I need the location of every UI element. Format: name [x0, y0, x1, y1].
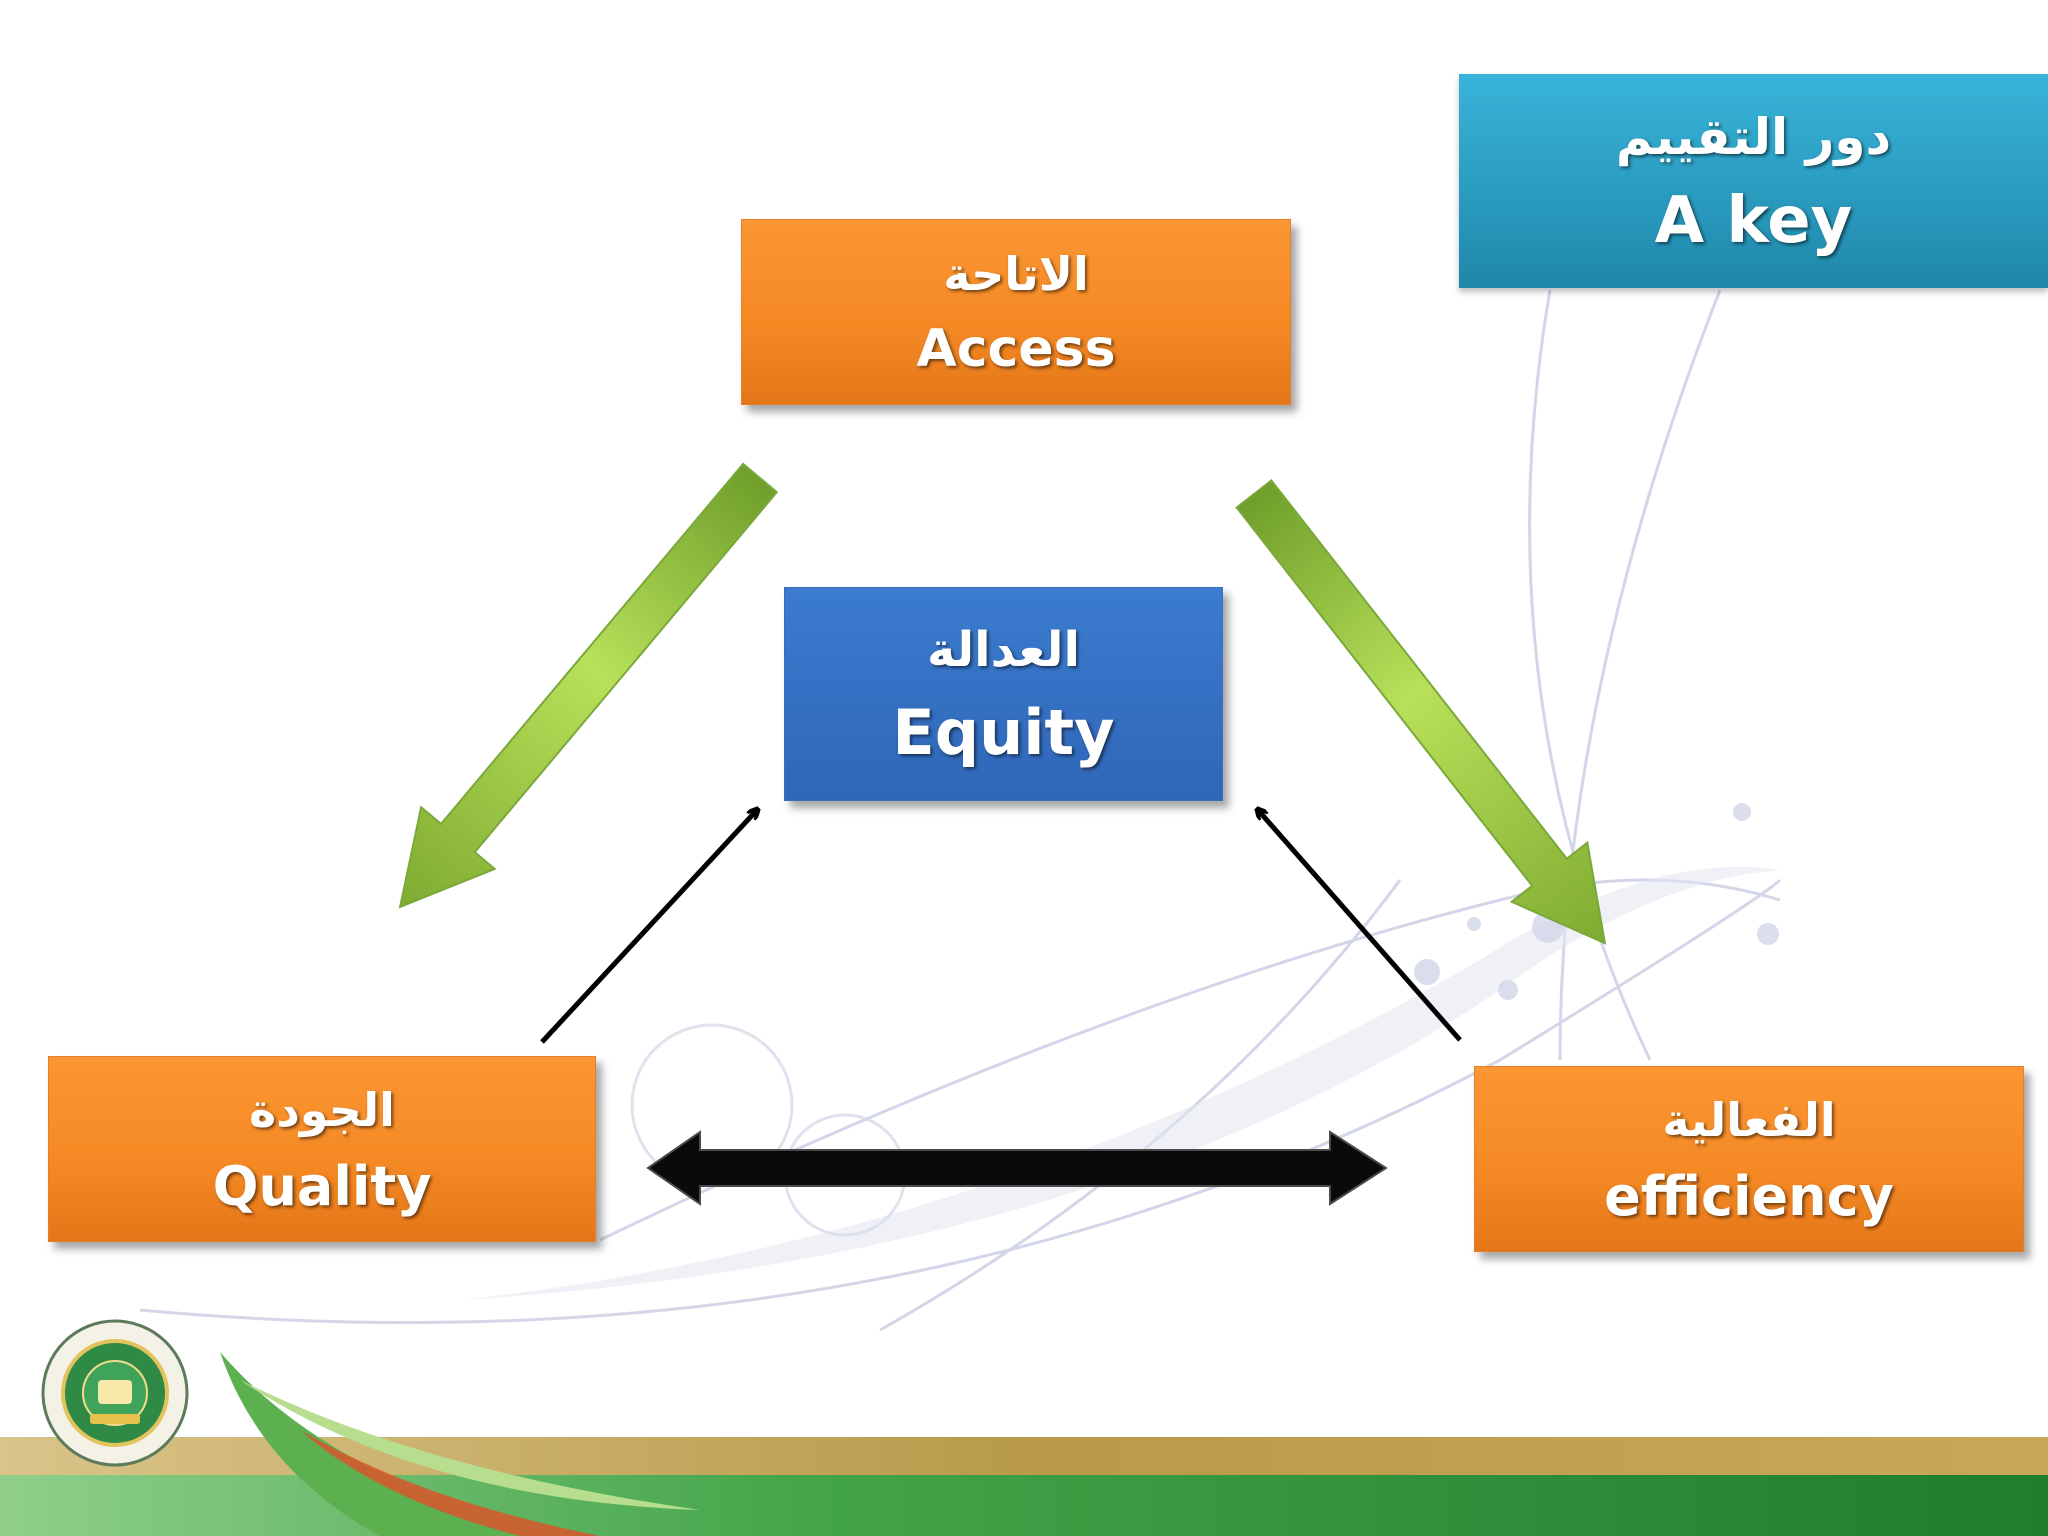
equity-arabic-label: العدالة [927, 622, 1080, 678]
key-english-label: A key [1654, 184, 1853, 258]
quality-english-label: Quality [212, 1155, 432, 1218]
access-box: الاتاحة Access [741, 219, 1291, 405]
efficiency-box: الفعالية efficiency [1474, 1066, 2024, 1252]
access-english-label: Access [916, 319, 1116, 379]
quality-arabic-label: الجودة [249, 1083, 395, 1137]
quality-box: الجودة Quality [48, 1056, 596, 1242]
green-swoosh [220, 1352, 560, 1536]
equity-english-label: Equity [892, 696, 1115, 769]
efficiency-arabic-label: الفعالية [1662, 1093, 1836, 1147]
access-arabic-label: الاتاحة [943, 247, 1089, 301]
ring-circles [630, 1023, 907, 1237]
efficiency-english-label: efficiency [1604, 1165, 1894, 1228]
key-role-box: دور التقييم A key [1459, 74, 2048, 288]
organization-seal-icon [41, 1319, 189, 1467]
equity-box: العدالة Equity [784, 587, 1223, 801]
key-arabic-label: دور التقييم [1615, 108, 1892, 166]
